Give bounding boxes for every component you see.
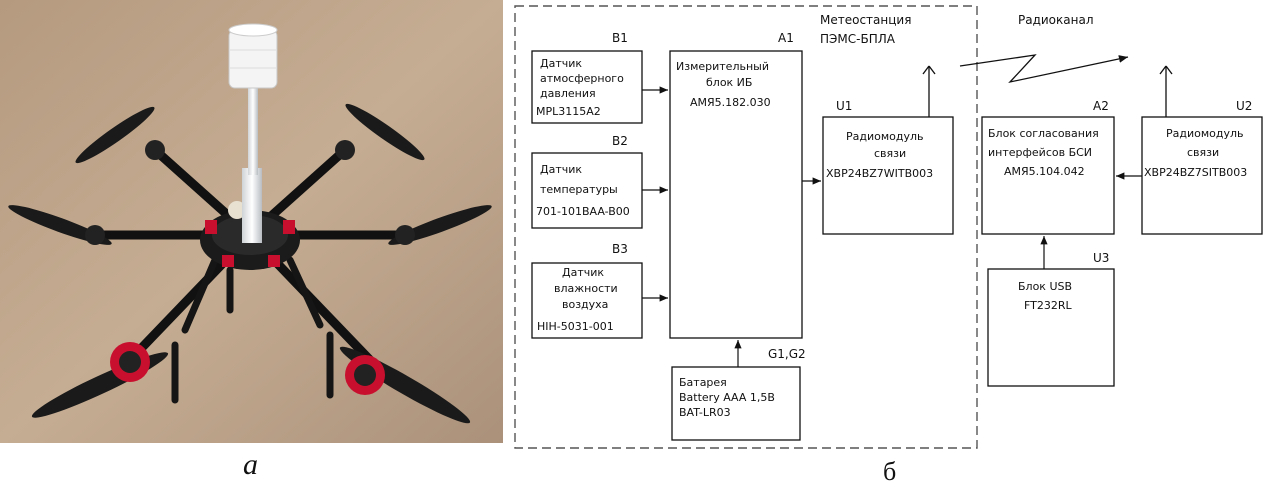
a2-ref: A2 [1093,99,1109,113]
b3-line-3: воздуха [562,298,608,311]
station-title-1: Метеостанция [820,13,911,27]
antenna-u2-icon [1160,66,1172,117]
block-a1 [670,51,802,338]
radio-channel-label: Радиоканал [1018,13,1094,27]
b3-line-4: HIH-5031-001 [537,320,614,333]
caption-a: а [243,448,258,482]
u2-line-1: Радиомодуль [1166,127,1244,140]
b1-line-2: атмосферного [540,72,624,85]
a1-line-1: Измерительный [676,60,769,73]
u2-line-3: XBP24BZ7SITB003 [1144,166,1247,179]
u1-ref: U1 [836,99,852,113]
u2-line-2: связи [1187,146,1219,159]
station-title-2: ПЭМС-БПЛА [820,32,896,46]
u1-line-1: Радиомодуль [846,130,924,143]
a1-ref: A1 [778,31,794,45]
block-diagram: Метеостанция ПЭМС-БПЛА B1 Датчик атмосфе… [503,0,1264,491]
u2-ref: U2 [1236,99,1252,113]
b1-line-3: давления [540,87,596,100]
a1-line-2: блок ИБ [706,76,752,89]
b2-line-3: 701-101BAA-B00 [536,205,630,218]
b3-line-2: влажности [554,282,618,295]
u1-line-2: связи [874,147,906,160]
g-line-2: Battery AAA 1,5В [679,391,775,404]
drone-photo [0,0,503,443]
b2-ref: B2 [612,134,628,148]
radio-channel-link [960,55,1128,82]
b3-line-1: Датчик [562,266,604,279]
b2-line-2: температуры [540,183,618,196]
b1-line-1: Датчик [540,57,582,70]
antenna-u1-icon [923,66,935,117]
a1-line-3: АМЯ5.182.030 [690,96,771,109]
b2-line-1: Датчик [540,163,582,176]
g-line-1: Батарея [679,376,727,389]
a2-line-1: Блок согласования [988,127,1099,140]
g-line-3: BAT-LR03 [679,406,731,419]
g-ref: G1,G2 [768,347,806,361]
b1-line-4: MPL3115A2 [536,105,601,118]
b1-ref: B1 [612,31,628,45]
u3-ref: U3 [1093,251,1109,265]
a2-line-3: АМЯ5.104.042 [1004,165,1085,178]
a2-line-2: интерфейсов БСИ [988,146,1092,159]
u3-line-1: Блок USB [1018,280,1072,293]
u1-line-3: XBP24BZ7WITB003 [826,167,933,180]
u3-line-2: FT232RL [1024,299,1072,312]
b3-ref: B3 [612,242,628,256]
